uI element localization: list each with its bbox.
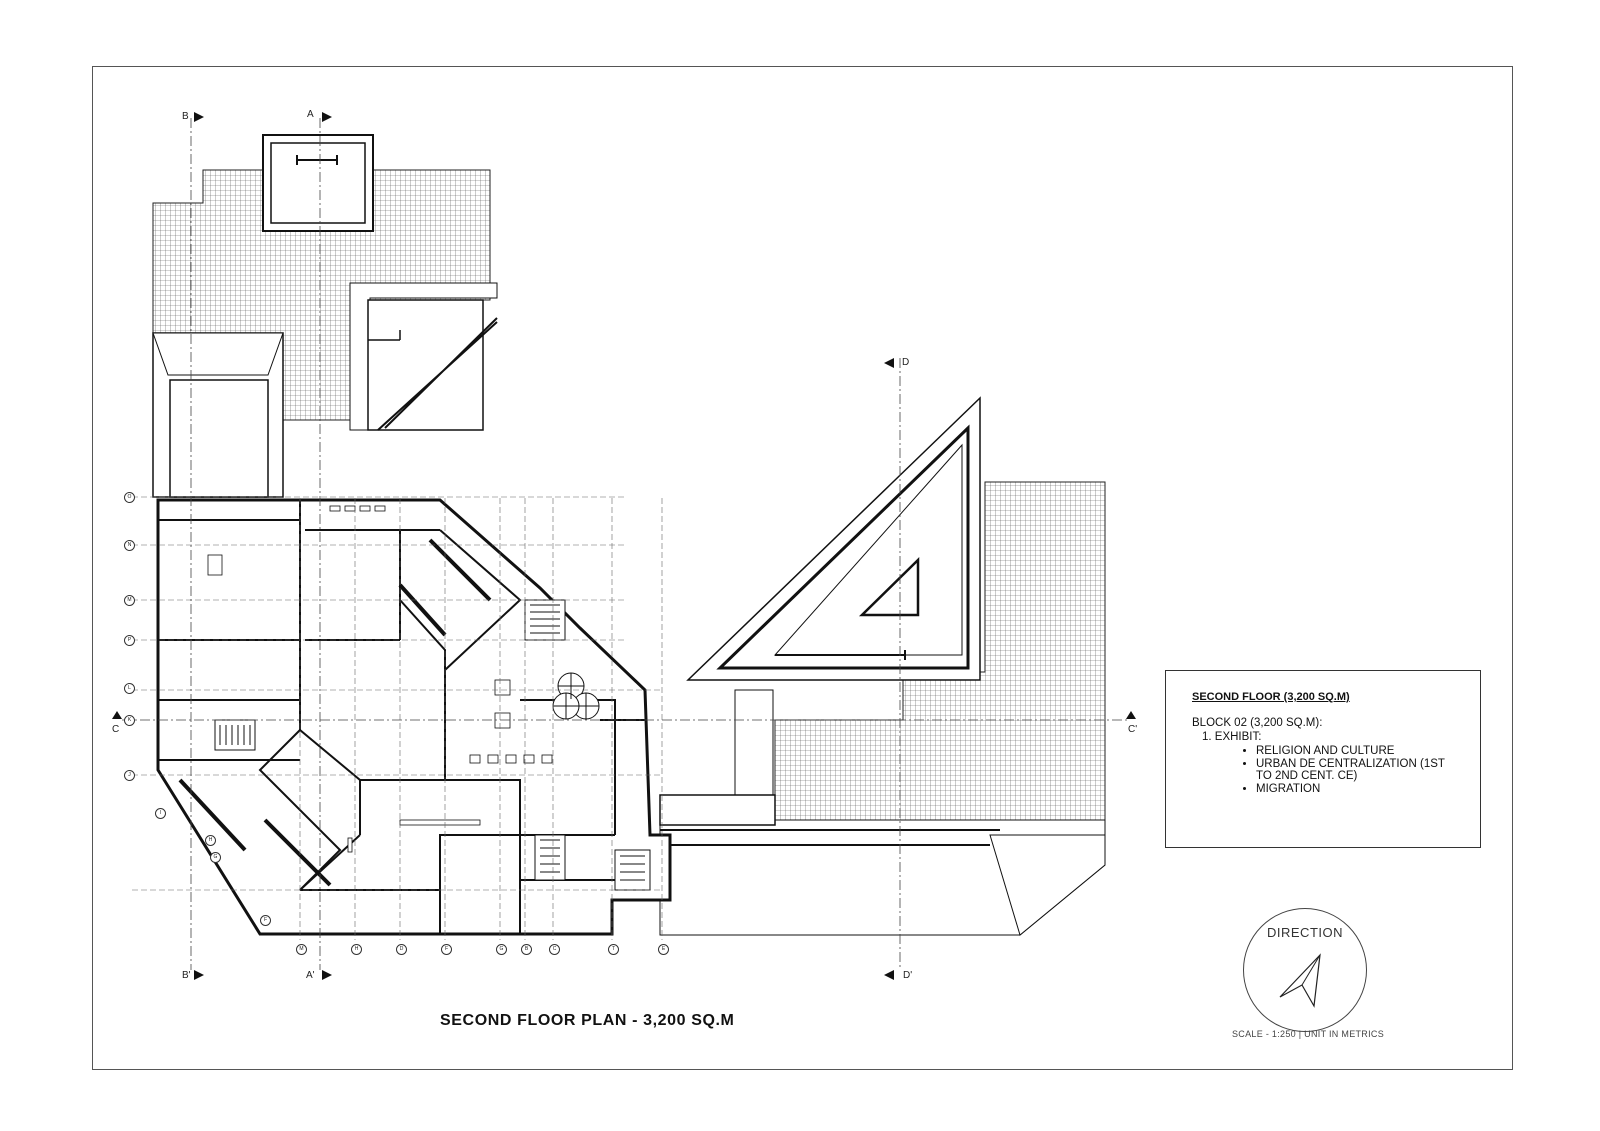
exhibit-item: RELIGION AND CULTURE bbox=[1256, 745, 1454, 757]
section-lines bbox=[122, 118, 1128, 970]
grid-bubble-row: M bbox=[124, 595, 135, 606]
info-exhibit: 1. EXHIBIT: bbox=[1202, 731, 1262, 743]
grid-bubble-row: K bbox=[124, 715, 135, 726]
info-block: BLOCK 02 (3,200 SQ.M): bbox=[1192, 717, 1323, 729]
section-label-a-top: A bbox=[307, 109, 314, 120]
grid-bubble-row: G bbox=[210, 852, 221, 863]
floor-info-box: SECOND FLOOR (3,200 SQ.M) BLOCK 02 (3,20… bbox=[1165, 670, 1481, 848]
grid-bubble-col: F bbox=[441, 944, 452, 955]
north-compass: DIRECTION bbox=[1243, 908, 1367, 1032]
grid-bubble-col: B bbox=[521, 944, 532, 955]
grid-bubble-col: T bbox=[608, 944, 619, 955]
grid-bubble-col: E bbox=[658, 944, 669, 955]
grid-lines bbox=[132, 496, 663, 940]
section-label-d-top: D bbox=[902, 357, 910, 368]
exhibit-list: RELIGION AND CULTURE URBAN DE CENTRALIZA… bbox=[1192, 745, 1454, 795]
exhibit-item: MIGRATION bbox=[1256, 783, 1454, 795]
grid-bubble-col: H bbox=[351, 944, 362, 955]
section-label-b-bottom: B' bbox=[182, 970, 191, 981]
exhibit-item: URBAN DE CENTRALIZATION (1ST TO 2ND CENT… bbox=[1256, 758, 1454, 782]
upper-right-block bbox=[349, 282, 498, 431]
grid-bubble-row: N bbox=[124, 540, 135, 551]
grid-bubble-row: P bbox=[124, 635, 135, 646]
display-cases bbox=[207, 505, 553, 853]
scale-note: SCALE - 1:250 | UNIT IN METRICS bbox=[1232, 1029, 1385, 1039]
grid-bubble-row: H bbox=[205, 835, 216, 846]
section-label-a-bottom: A' bbox=[306, 970, 315, 981]
stair-cores bbox=[214, 599, 651, 891]
rotunda bbox=[552, 672, 600, 720]
section-label-c-left: C bbox=[112, 724, 120, 735]
grid-bubble-row: I bbox=[155, 808, 166, 819]
north-arrow-icon bbox=[1279, 953, 1321, 1008]
grid-bubble-row: J bbox=[124, 770, 135, 781]
section-label-b-top: B bbox=[182, 111, 189, 122]
grid-bubble-col: G bbox=[496, 944, 507, 955]
plan-title: SECOND FLOOR PLAN - 3,200 SQ.M bbox=[440, 1012, 735, 1029]
section-arrows bbox=[112, 112, 1136, 980]
grid-bubble-col: C bbox=[549, 944, 560, 955]
grid-bubble-row: L bbox=[124, 683, 135, 694]
section-label-c-right: C' bbox=[1128, 724, 1138, 735]
compass-label: DIRECTION bbox=[1267, 925, 1343, 940]
grid-bubble-row: F bbox=[260, 915, 271, 926]
grid-bubble-row: O bbox=[124, 492, 135, 503]
sheet-border bbox=[92, 66, 1513, 1070]
grid-bubble-col: M bbox=[296, 944, 307, 955]
info-title: SECOND FLOOR (3,200 SQ.M) bbox=[1192, 691, 1350, 703]
section-label-d-bottom: D' bbox=[903, 970, 913, 981]
grid-bubble-col: D bbox=[396, 944, 407, 955]
